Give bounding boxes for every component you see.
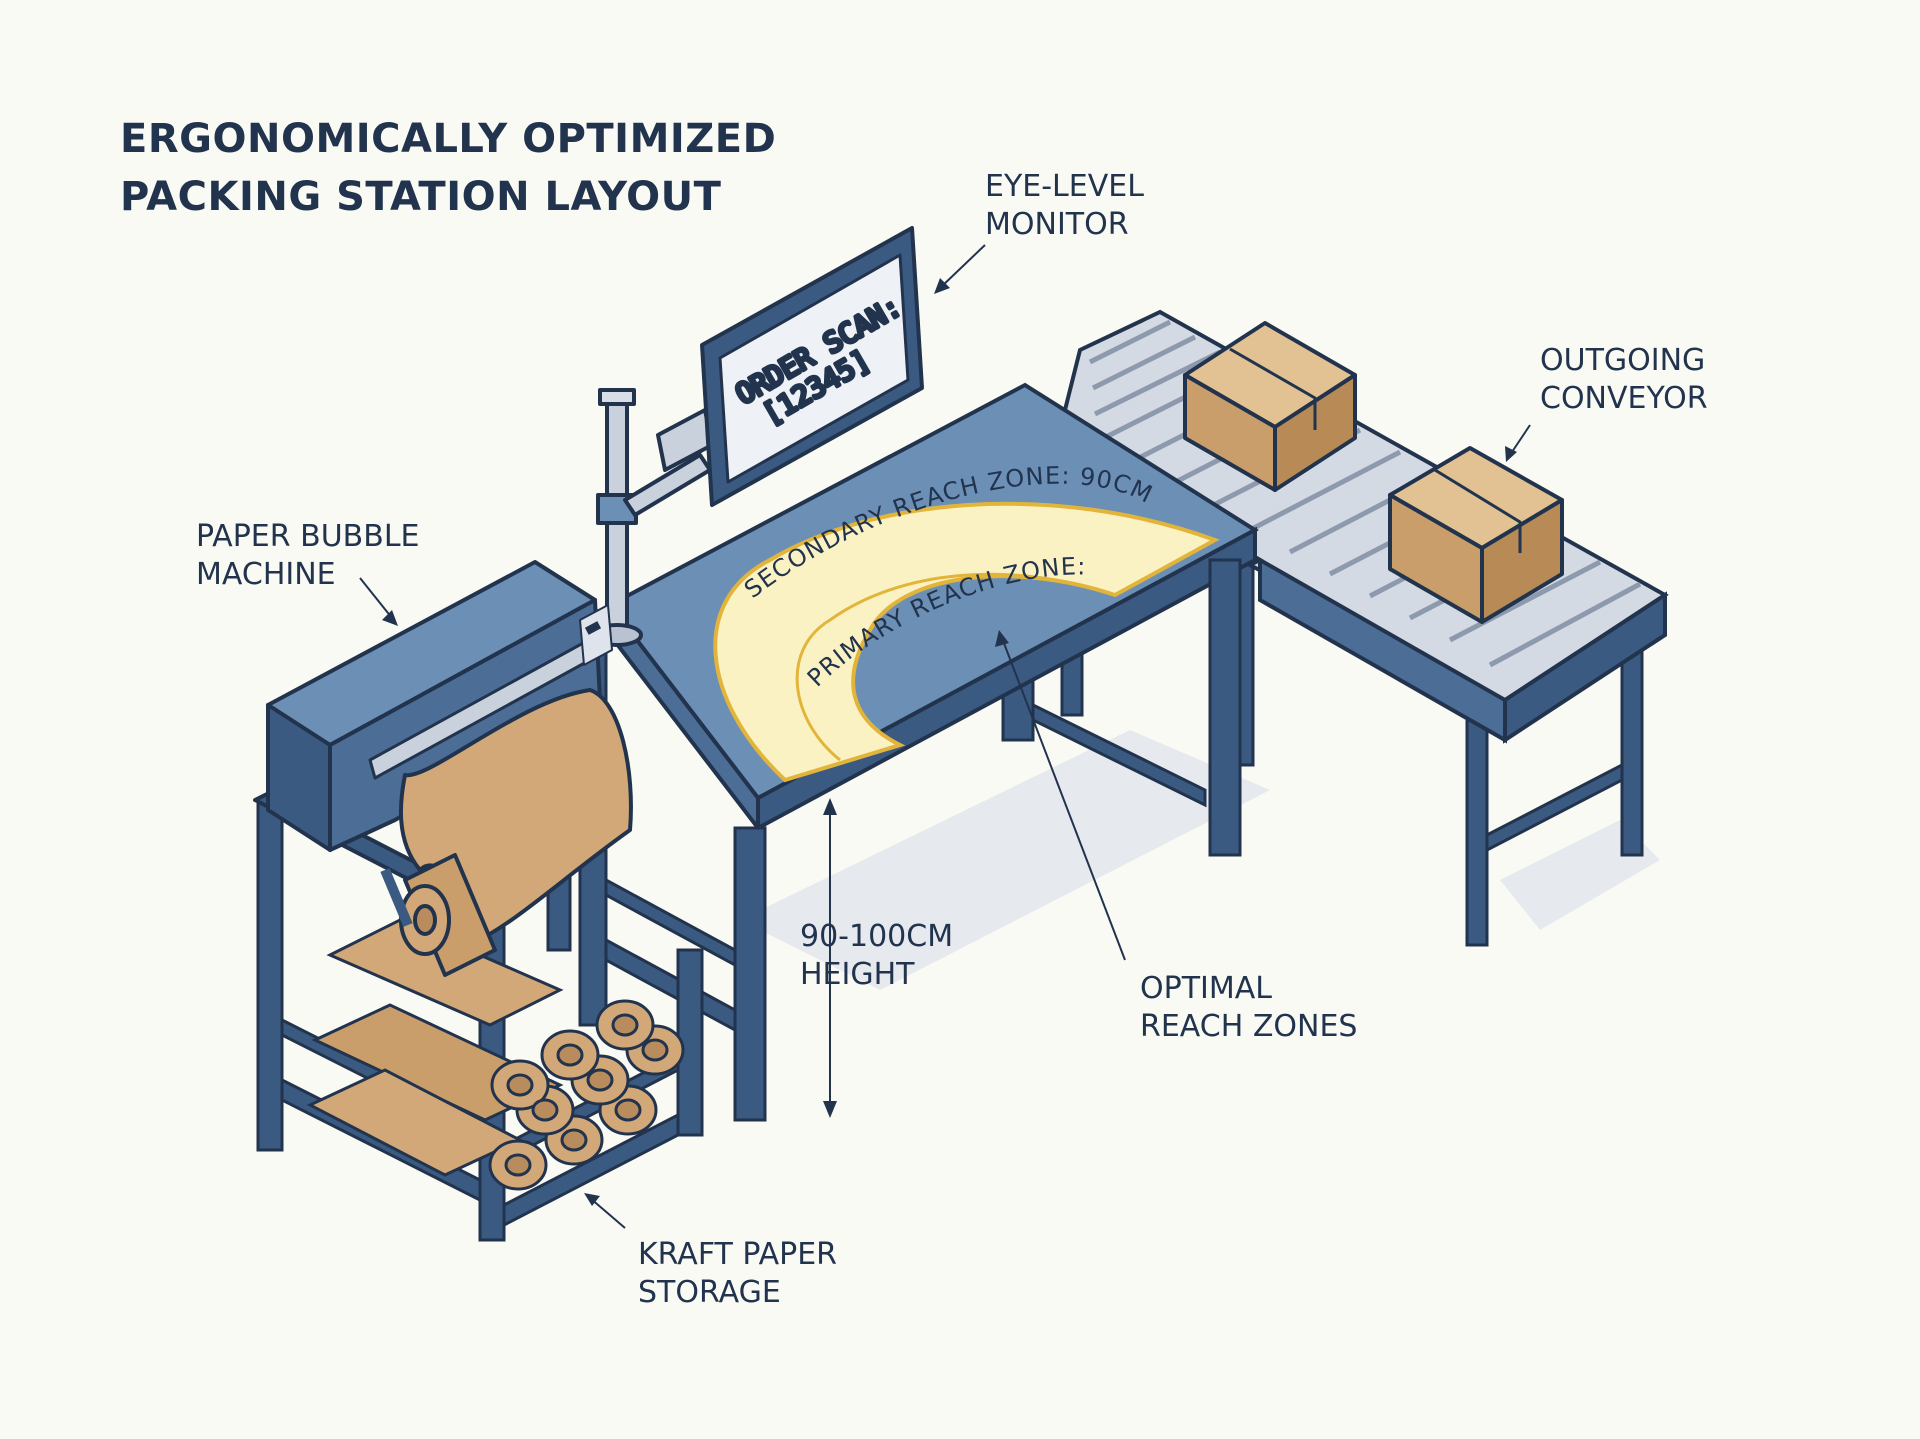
- title-line-2: PACKING STATION LAYOUT: [120, 174, 722, 220]
- conveyor-side-rail-left: [1258, 556, 1507, 744]
- label-height: 90-100CM HEIGHT: [800, 919, 954, 992]
- label-kraft-paper-storage: KRAFT PAPER STORAGE: [638, 1237, 837, 1310]
- label-eye-level-monitor: EYE-LEVEL MONITOR: [985, 169, 1144, 242]
- primary-reach-zone-boundary: [795, 572, 1116, 762]
- arrow-icon: [823, 798, 837, 815]
- arrow-icon: [995, 630, 1009, 647]
- table-side-edge: [756, 526, 1257, 832]
- leader-arrowheads: [382, 278, 1517, 1206]
- title-line-1: ERGONOMICALLY OPTIMIZED: [120, 116, 777, 162]
- machine-control-panel: [579, 604, 613, 666]
- arrow-icon: [382, 610, 398, 626]
- floor-shadow: [740, 730, 1660, 990]
- label-outgoing-conveyor: OUTGOING CONVEYOR: [1540, 343, 1708, 416]
- label-paper-bubble-machine: PAPER BUBBLE MACHINE: [196, 519, 420, 592]
- box-2: [1388, 446, 1564, 624]
- page-title: ERGONOMICALLY OPTIMIZED PACKING STATION …: [120, 110, 776, 226]
- arrow-icon: [823, 1101, 837, 1118]
- monitor-screen: [718, 253, 910, 484]
- arrow-icon: [1505, 446, 1517, 462]
- conveyor-legs: [1233, 553, 1644, 947]
- eye-level-monitor: ORDER SCAN: [12345]: [591, 226, 924, 647]
- paper-bubble-machine: [253, 560, 633, 977]
- label-optimal-reach-zones: OPTIMAL REACH ZONES: [1140, 971, 1358, 1044]
- leader-lines: [359, 244, 1531, 1229]
- box-1: [1183, 321, 1357, 492]
- arrow-icon: [584, 1193, 600, 1206]
- secondary-reach-zone: [713, 501, 1220, 783]
- table-back-legs: [1001, 643, 1207, 808]
- height-dimension: [823, 798, 837, 1118]
- arrow-icon: [934, 278, 950, 294]
